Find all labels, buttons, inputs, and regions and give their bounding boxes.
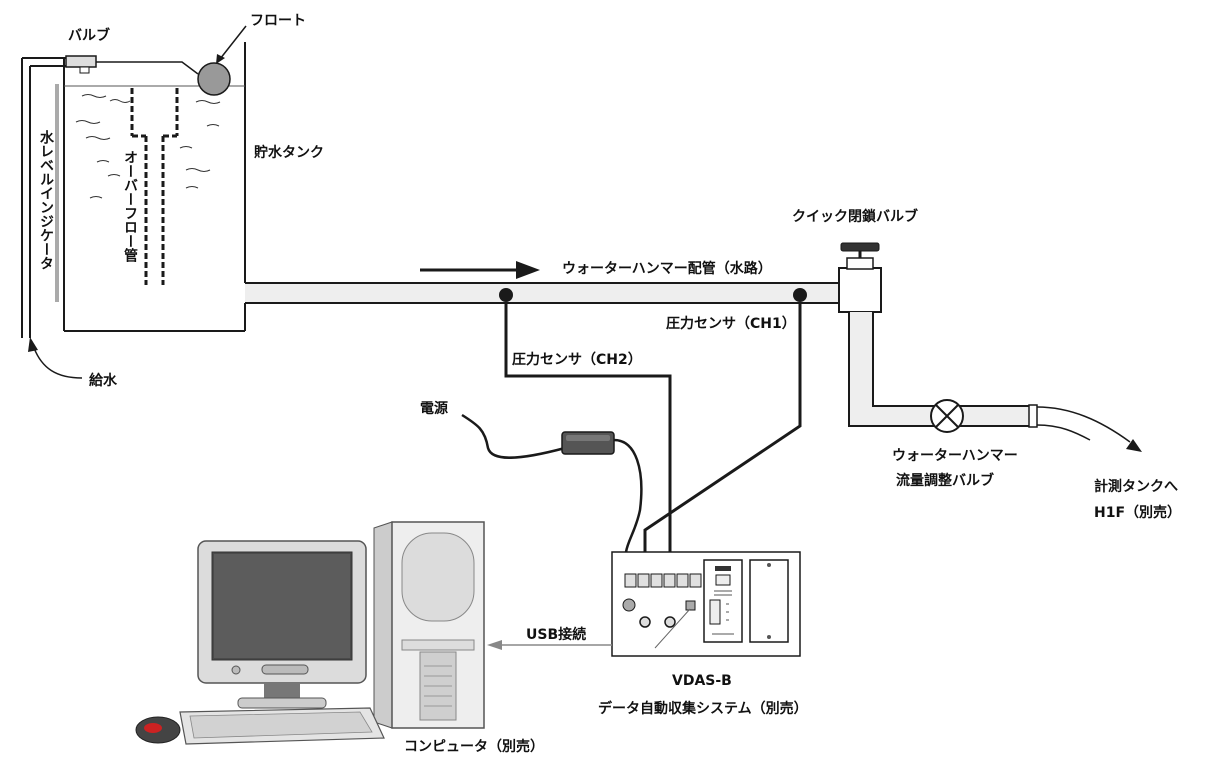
water-ripples (75, 94, 221, 199)
water-level-indicator (21, 57, 66, 338)
overflow-pipe-label: オーバーフロー管 (122, 150, 138, 262)
quick-closing-valve (838, 242, 882, 313)
supply-label: 給水 (89, 373, 117, 389)
flow-arrow (420, 261, 540, 279)
valve-label: バルブ (68, 28, 110, 44)
quick-valve-label: クイック閉鎖バルブ (792, 209, 918, 225)
computer (135, 521, 485, 745)
flow-valve-label-line1: ウォーターハンマー (892, 448, 1018, 464)
sensor-ch1-label: 圧力センサ（CH1） (666, 316, 796, 332)
inlet-valve (65, 55, 199, 75)
float (197, 25, 247, 96)
computer-label: コンピュータ（別売） (404, 739, 544, 755)
supply-arrow (28, 337, 83, 379)
to-tank-label-line1: 計測タンクへ (1094, 479, 1178, 495)
pressure-sensor-ch2 (499, 288, 513, 302)
vdas-b-unit (611, 551, 801, 657)
usb-connection (487, 640, 612, 650)
power-adapter (461, 413, 643, 553)
flow-control-valve (930, 399, 964, 433)
usb-label: USB接続 (526, 627, 587, 643)
sensor-ch2-label: 圧力センサ（CH2） (512, 352, 642, 368)
tank-label: 貯水タンク (254, 145, 324, 161)
flow-valve-label-line2: 流量調整バルブ (896, 473, 994, 489)
vdas-label-line2: データ自動収集システム（別売） (598, 701, 808, 717)
vdas-label-line1: VDAS-B (672, 673, 732, 689)
water-level-indicator-label: 水レベルインジケータ (38, 130, 54, 270)
power-label: 電源 (420, 401, 448, 417)
overflow-pipe (130, 88, 179, 285)
pressure-sensor-ch1 (793, 288, 807, 302)
float-label: フロート (250, 13, 306, 29)
to-tank-label-line2: H1F（別売） (1094, 505, 1182, 521)
outlet-nozzle (1028, 404, 1142, 452)
water-hammer-pipe (245, 282, 839, 304)
pipe-label: ウォーターハンマー配管（水路） (562, 261, 772, 277)
